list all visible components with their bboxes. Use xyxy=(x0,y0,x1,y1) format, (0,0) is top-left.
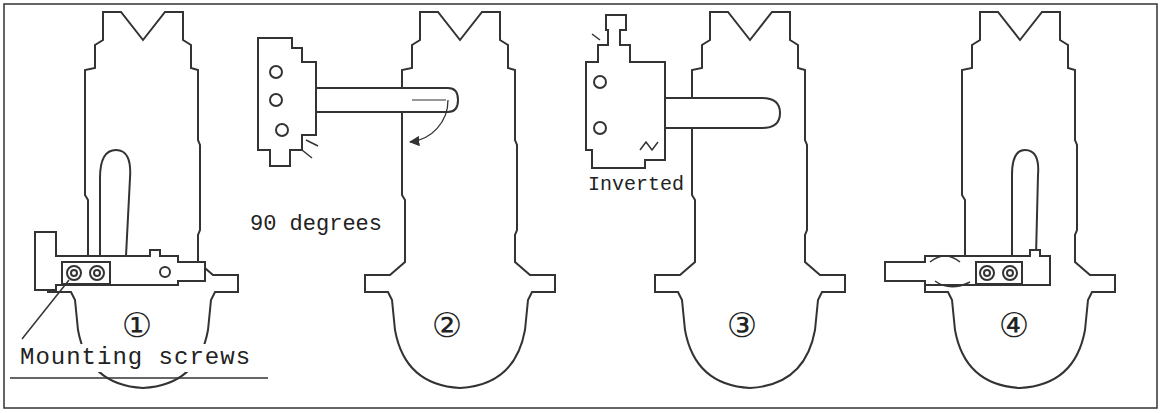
screw xyxy=(1007,270,1013,276)
engine-outline xyxy=(365,12,555,388)
fitting xyxy=(160,267,170,277)
intake-tube xyxy=(100,150,130,256)
engine-outline xyxy=(655,12,845,388)
frame xyxy=(4,4,1157,408)
angle-label: 90 degrees xyxy=(250,212,382,237)
screw xyxy=(984,270,990,276)
intake-tube xyxy=(665,98,780,128)
carburetor-body xyxy=(586,15,665,168)
intake-tube xyxy=(316,88,458,112)
part-panel-1 xyxy=(10,150,268,378)
part-panel-2 xyxy=(258,38,458,166)
screw xyxy=(594,76,606,88)
screw xyxy=(270,66,282,78)
callout-number: ③ xyxy=(727,306,757,345)
engine-outlines xyxy=(48,12,1115,388)
orientation-label: Inverted xyxy=(588,173,684,196)
part-label: Mounting screws xyxy=(18,344,253,372)
screw xyxy=(276,124,288,136)
intake-tube xyxy=(1012,150,1038,256)
part-panel-3 xyxy=(586,15,780,168)
callout-number: ① xyxy=(122,306,152,345)
engine-outline xyxy=(925,12,1115,388)
screw xyxy=(594,122,606,134)
screw xyxy=(71,270,77,276)
wire xyxy=(930,256,970,287)
callout-number: ② xyxy=(432,306,462,345)
screw xyxy=(270,94,282,106)
screw xyxy=(90,266,104,280)
reference-line xyxy=(412,99,446,100)
carburetor-body xyxy=(35,232,205,290)
carburetor-body xyxy=(885,250,1050,285)
part-panel-4 xyxy=(885,150,1050,287)
fitting xyxy=(302,140,318,158)
callout-number: ④ xyxy=(999,306,1029,345)
screw xyxy=(1003,266,1017,280)
screw xyxy=(980,266,994,280)
fitting xyxy=(592,34,658,150)
engine-outline xyxy=(48,12,238,388)
screw xyxy=(94,270,100,276)
underline xyxy=(10,377,268,379)
screw xyxy=(67,266,81,280)
leader-line xyxy=(22,280,69,339)
carburetor-body xyxy=(258,38,316,166)
mounting-plate xyxy=(976,262,1022,284)
rotation-arrow xyxy=(410,100,448,142)
